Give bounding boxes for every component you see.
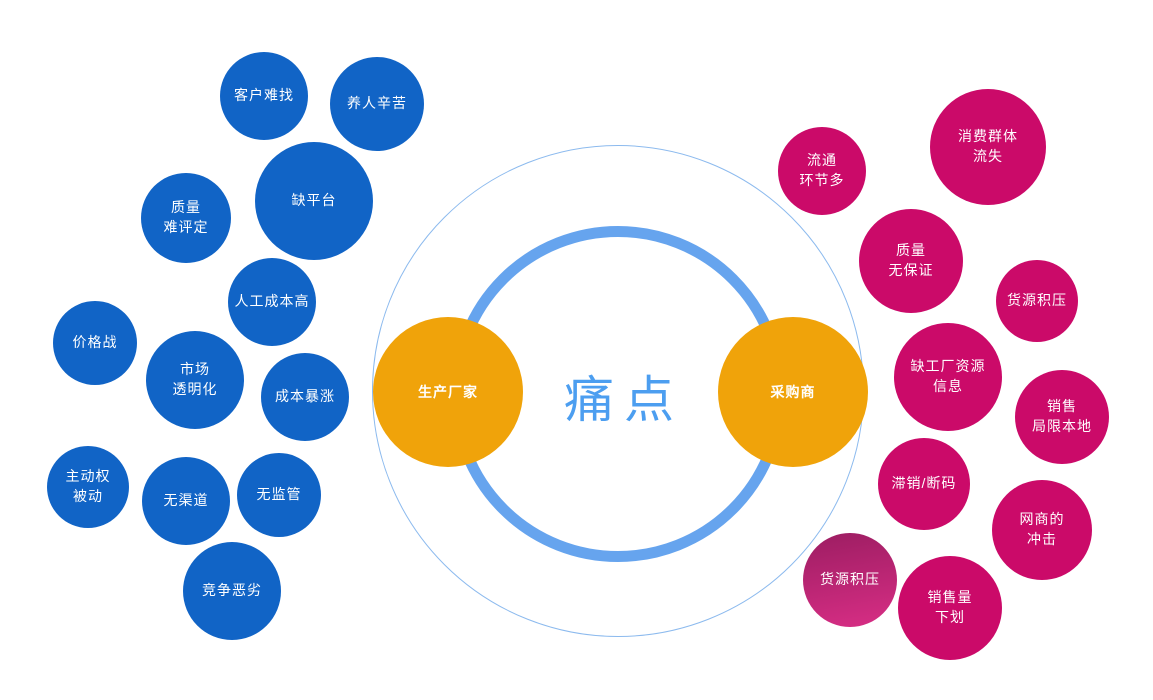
bubble-label: 客户难找 — [234, 87, 294, 104]
pain-point-bubble: 消费群体流失 — [930, 89, 1046, 205]
bubble-label: 缺平台 — [291, 192, 337, 209]
actor-label-producer: 生产厂家 — [418, 384, 478, 400]
bubble-label: 销售局限本地 — [1032, 398, 1092, 434]
actor-circle-buyer: 采购商 — [718, 317, 868, 467]
bubble-label: 人工成本高 — [234, 293, 310, 310]
bubble-label: 缺工厂资源信息 — [910, 358, 986, 394]
bubble-label: 无监管 — [256, 486, 302, 503]
pain-point-bubble: 市场透明化 — [146, 331, 244, 429]
bubble-label: 销售量下划 — [927, 589, 973, 625]
pain-point-bubble: 货源积压 — [996, 260, 1078, 342]
bubble-label: 网商的冲击 — [1019, 511, 1065, 547]
pain-point-bubble: 价格战 — [53, 301, 137, 385]
diagram-title: 痛点 — [564, 372, 684, 428]
pain-point-bubble: 客户难找 — [220, 52, 308, 140]
pain-point-bubble: 成本暴涨 — [261, 353, 349, 441]
pain-point-bubble: 缺平台 — [255, 142, 373, 260]
bubble-label: 流通环节多 — [799, 152, 845, 188]
bubble-label: 滞销/断码 — [891, 475, 957, 492]
pain-point-bubble: 人工成本高 — [228, 258, 316, 346]
pain-point-bubble: 滞销/断码 — [878, 438, 970, 530]
pain-point-bubble: 质量无保证 — [859, 209, 963, 313]
actor-circle-producer: 生产厂家 — [373, 317, 523, 467]
bubble-label: 价格战 — [72, 334, 118, 351]
bubble-label: 质量难评定 — [163, 199, 209, 235]
pain-point-bubble: 主动权被动 — [47, 446, 129, 528]
pain-point-bubble: 缺工厂资源信息 — [894, 323, 1002, 431]
pain-point-bubble: 销售局限本地 — [1015, 370, 1109, 464]
pain-point-bubble: 网商的冲击 — [992, 480, 1092, 580]
pain-point-bubble: 养人辛苦 — [330, 57, 424, 151]
bubble-label: 竞争恶劣 — [202, 582, 262, 599]
bubble-label: 货源积压 — [1007, 292, 1067, 309]
bubble-label: 消费群体流失 — [958, 128, 1018, 164]
actor-label-buyer: 采购商 — [770, 384, 816, 400]
pain-point-bubble: 货源积压 — [803, 533, 897, 627]
bubble-label: 市场透明化 — [172, 361, 218, 397]
pain-point-bubble: 无监管 — [237, 453, 321, 537]
bubble-label: 养人辛苦 — [347, 95, 407, 112]
pain-point-bubble: 竞争恶劣 — [183, 542, 281, 640]
pain-point-bubble: 无渠道 — [142, 457, 230, 545]
bubble-label: 质量无保证 — [888, 242, 934, 278]
bubble-label: 货源积压 — [820, 571, 880, 588]
pain-point-bubble: 销售量下划 — [898, 556, 1002, 660]
pain-point-bubble: 流通环节多 — [778, 127, 866, 215]
bubble-label: 主动权被动 — [65, 468, 111, 504]
pain-point-bubble: 质量难评定 — [141, 173, 231, 263]
bubble-label: 无渠道 — [163, 492, 209, 509]
bubble-label: 成本暴涨 — [275, 388, 335, 405]
